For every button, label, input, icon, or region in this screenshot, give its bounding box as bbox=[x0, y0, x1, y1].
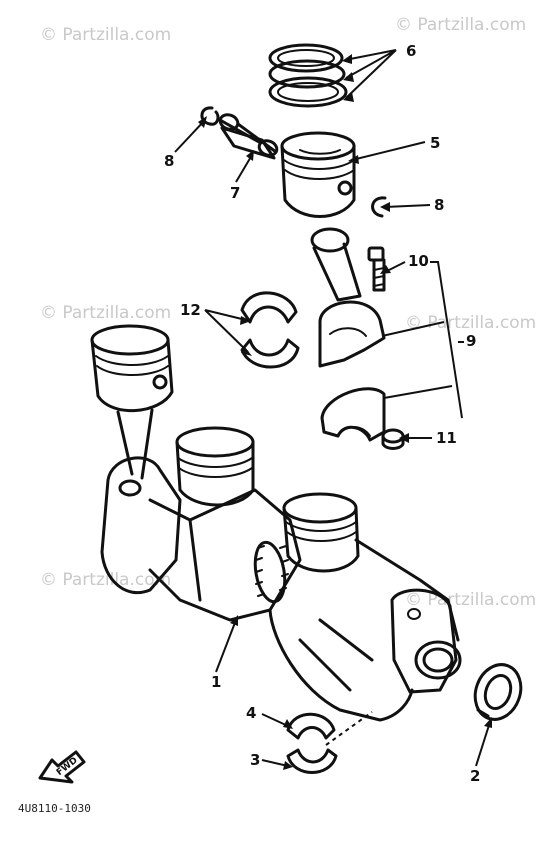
watermark-top-right: © Partzilla.com bbox=[395, 15, 526, 35]
callout-12: 12 bbox=[180, 301, 201, 319]
watermark-top-left: © Partzilla.com bbox=[40, 25, 171, 45]
callout-8-right: 8 bbox=[434, 196, 444, 214]
part-code: 4U8110-1030 bbox=[18, 802, 91, 815]
fwd-arrow-icon: FWD bbox=[38, 750, 86, 784]
watermark-mid-right: © Partzilla.com bbox=[405, 313, 536, 333]
connecting-rod-nut bbox=[381, 428, 405, 450]
callout-leaders bbox=[174, 49, 492, 770]
callout-3: 3 bbox=[250, 751, 260, 769]
callout-8-upper: 8 bbox=[164, 152, 174, 170]
callout-9: 9 bbox=[466, 332, 476, 350]
connecting-rod-bolt bbox=[367, 246, 386, 292]
circlip-upper bbox=[200, 106, 220, 126]
connecting-rod bbox=[310, 227, 386, 368]
callout-2: 2 bbox=[470, 767, 480, 785]
watermark-mid-left: © Partzilla.com bbox=[40, 303, 171, 323]
piston-rings bbox=[268, 43, 348, 108]
main-bearings bbox=[286, 712, 338, 774]
watermark-low-right: © Partzilla.com bbox=[405, 590, 536, 610]
callout-6: 6 bbox=[406, 42, 416, 60]
big-end-bearings bbox=[240, 291, 300, 369]
callout-7: 7 bbox=[230, 184, 240, 202]
piston-assembly-left bbox=[90, 324, 174, 480]
callout-10: 10 bbox=[408, 252, 429, 270]
piston bbox=[280, 131, 356, 218]
piston-pin bbox=[218, 113, 279, 160]
callout-5: 5 bbox=[430, 134, 440, 152]
connecting-rod-cap bbox=[320, 387, 386, 442]
circlip-right bbox=[371, 196, 387, 218]
callout-4: 4 bbox=[246, 704, 256, 722]
callout-11: 11 bbox=[436, 429, 457, 447]
oil-seal bbox=[473, 663, 523, 721]
crankshaft bbox=[100, 426, 462, 722]
callout-1: 1 bbox=[211, 673, 221, 691]
callout-numbers: 6 8 7 5 8 10 9 11 12 1 2 4 3 bbox=[164, 42, 480, 785]
watermark-low-left: © Partzilla.com bbox=[40, 570, 171, 590]
